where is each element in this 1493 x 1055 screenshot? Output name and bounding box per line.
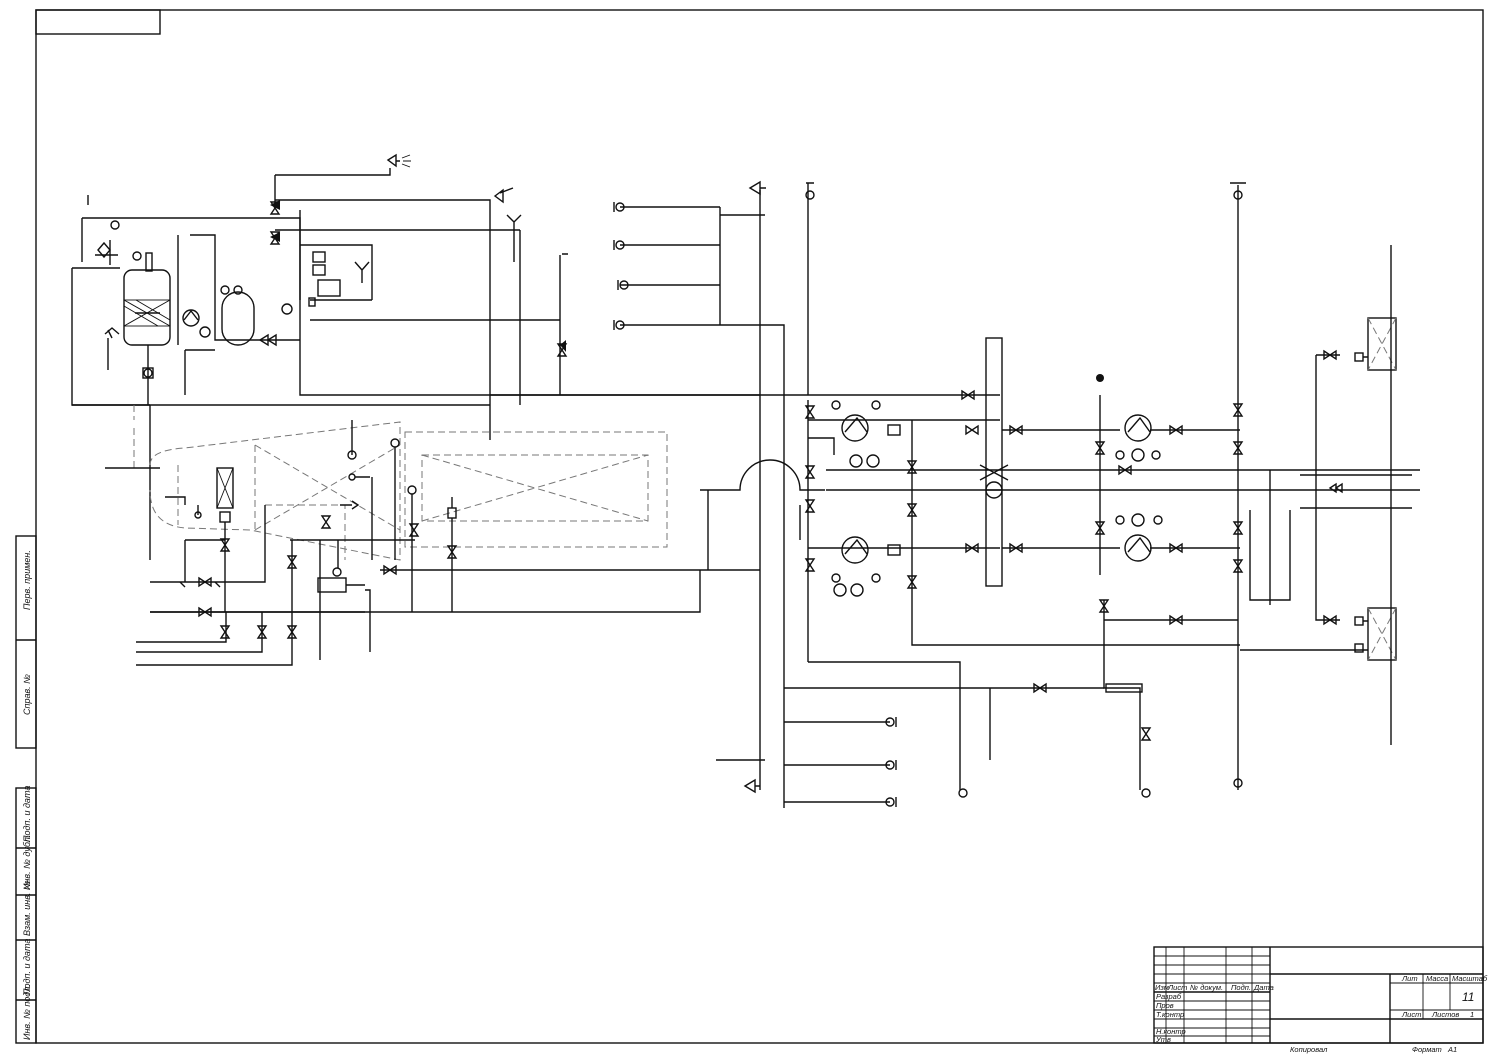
valve-icon bbox=[1118, 464, 1132, 476]
valve-icon bbox=[556, 343, 568, 357]
tb-col-list: Лист bbox=[1167, 983, 1187, 992]
left-assembly bbox=[71, 153, 760, 560]
valve-icon bbox=[1098, 599, 1110, 613]
valve-icon bbox=[198, 606, 212, 618]
valve-icon bbox=[961, 389, 975, 401]
valve-icon bbox=[286, 555, 298, 569]
valve-icon bbox=[1169, 614, 1183, 626]
main-headers bbox=[490, 180, 1420, 808]
valve-icon bbox=[198, 576, 212, 588]
valve-icon bbox=[906, 575, 918, 589]
valve-icon bbox=[906, 503, 918, 517]
dashed-furnace-zones bbox=[133, 405, 668, 612]
pump-lower-left bbox=[799, 505, 1000, 597]
tb-col-sign: Подп. bbox=[1231, 983, 1251, 992]
valve-icon bbox=[1009, 424, 1023, 436]
inlet-gauges-top bbox=[613, 202, 629, 330]
valve-icon bbox=[1094, 521, 1106, 535]
tb-role-checked: Пров bbox=[1156, 1001, 1174, 1010]
tb-sheets: Листов bbox=[1431, 1010, 1459, 1019]
side-stamp-inv-podl: Инв. № подл. bbox=[22, 984, 32, 1040]
valve-icon bbox=[1009, 542, 1023, 554]
side-stamp-vzam-inv: Взам. инв. № bbox=[22, 880, 32, 936]
tb-col-doc-no: № докум. bbox=[1190, 983, 1223, 992]
side-stamp-inv-dubl: Инв. № дубл. bbox=[22, 835, 32, 890]
valve-icon bbox=[804, 499, 816, 513]
tb-col-date: Дата bbox=[1253, 983, 1274, 992]
valve-icon bbox=[408, 523, 420, 537]
valve-icon bbox=[219, 625, 231, 639]
pump-upper-left bbox=[808, 400, 1000, 468]
valve-icon bbox=[1232, 441, 1244, 455]
valve-icon bbox=[269, 231, 281, 245]
valve-icon bbox=[1169, 424, 1183, 436]
tb-format: Формат bbox=[1412, 1045, 1442, 1054]
valve-icon bbox=[804, 405, 816, 419]
valve-icon bbox=[1140, 727, 1152, 741]
tb-sheet: Лист bbox=[1401, 1010, 1421, 1019]
pump-lower-right bbox=[1115, 513, 1240, 562]
valve-icon bbox=[1094, 441, 1106, 455]
tb-format-value: A1 bbox=[1447, 1045, 1457, 1054]
tb-role-norm-control: Н.контр bbox=[1156, 1027, 1186, 1036]
valve-icon bbox=[219, 538, 231, 552]
valve-icon bbox=[1323, 349, 1337, 361]
pump-upper-right bbox=[1115, 414, 1240, 462]
valve-icon bbox=[1232, 559, 1244, 573]
valve-icon bbox=[906, 460, 918, 474]
tb-scale: Масштаб bbox=[1452, 974, 1488, 983]
valve-icon bbox=[383, 564, 397, 576]
valve-icon bbox=[1232, 403, 1244, 417]
valve-icon bbox=[1169, 542, 1183, 554]
valve-icon bbox=[446, 545, 458, 559]
tb-sheets-count: 1 bbox=[1470, 1010, 1474, 1019]
tb-sheet-number: 11 bbox=[1462, 990, 1474, 1004]
valve-icon bbox=[804, 558, 816, 572]
title-block: Изм Лист № докум. Подп. Дата Разраб Пров… bbox=[1153, 946, 1488, 1054]
drawing-frame bbox=[35, 9, 1484, 1044]
tb-role-approved: Утв bbox=[1155, 1035, 1171, 1044]
side-stamp-sprav-no: Справ. № bbox=[22, 674, 32, 715]
side-stamp-podp-data-top: Подп. и дата bbox=[22, 786, 32, 842]
valve-icon bbox=[965, 542, 979, 554]
valve-icon bbox=[320, 515, 332, 529]
valve-icon bbox=[1232, 521, 1244, 535]
valve-icon bbox=[286, 625, 298, 639]
tb-mass: Масса bbox=[1426, 974, 1448, 983]
valve-icon bbox=[1323, 614, 1337, 626]
valve-icon bbox=[256, 625, 268, 639]
side-stamp-perv-primen: Перв. примен. bbox=[22, 550, 32, 610]
tb-copied: Копировал bbox=[1290, 1045, 1328, 1054]
valve-icon bbox=[965, 424, 979, 436]
lower-left-piping bbox=[105, 459, 825, 666]
side-stamp-podp-data-bottom: Подп. и дата bbox=[22, 939, 32, 995]
valve-icon bbox=[804, 465, 816, 479]
tb-role-tech-control: Т.контр bbox=[1156, 1010, 1184, 1019]
valve-icon bbox=[1033, 682, 1047, 694]
side-stamp-upper: Перв. примен. Справ. № bbox=[15, 535, 37, 749]
tb-lit: Лит bbox=[1401, 974, 1418, 983]
valve-icon bbox=[269, 201, 281, 215]
side-stamp-lower: Подп. и дата Инв. № дубл. Взам. инв. № П… bbox=[15, 786, 37, 1044]
tb-role-developed: Разраб bbox=[1156, 992, 1182, 1001]
valve-symbols bbox=[198, 201, 1337, 741]
tb-col-izm: Изм bbox=[1155, 983, 1169, 992]
